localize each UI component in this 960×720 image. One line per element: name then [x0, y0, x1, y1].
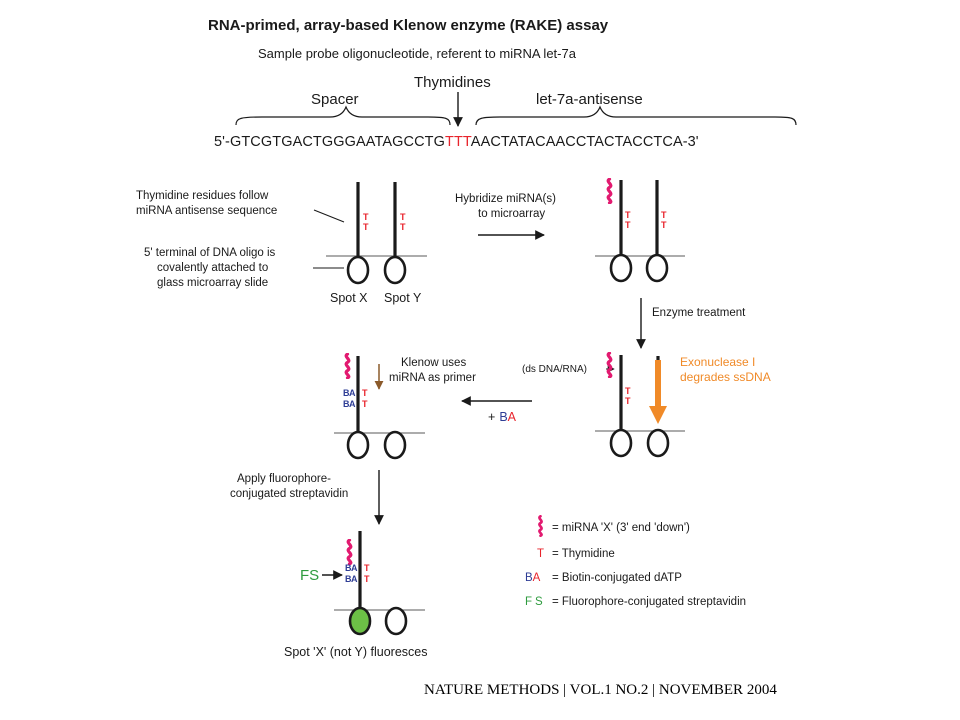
- result-label: Spot 'X' (not Y) fluoresces: [284, 645, 428, 659]
- note-thymidine-line1: Thymidine residues follow: [136, 190, 269, 202]
- spot-x-fluorescent: [348, 606, 372, 636]
- ds-label: (ds DNA/RNA): [522, 364, 587, 375]
- legend-fluoro-text: = Fluorophore-conjugated streptavidin: [552, 596, 746, 608]
- legend-thymidine-symbol: T: [537, 548, 544, 560]
- spot-y-circle: [645, 253, 669, 283]
- t-glyph: T: [400, 212, 406, 222]
- note-thymidine-line2: miRNA antisense sequence: [136, 205, 277, 217]
- a-glyph: A: [349, 388, 356, 398]
- legend-biotin-a: A: [533, 572, 541, 584]
- seq-spacer: 5'-GTCGTGACTGGGAATAGCCTG: [214, 134, 445, 150]
- mirna-squiggle: [346, 539, 353, 565]
- step1-panel: Thymidine residues follow miRNA antisens…: [136, 182, 427, 305]
- exonuclease-arrow-shaft: [655, 360, 661, 408]
- step2-panel: T T T T: [595, 178, 685, 283]
- spot-y-circle: [384, 606, 408, 636]
- legend-biotin-text: = Biotin-conjugated dATP: [552, 572, 682, 584]
- spot-y-circle: [646, 428, 670, 458]
- exonuclease-arrow-head: [649, 406, 667, 424]
- t-glyph: T: [625, 220, 631, 230]
- enzyme-label: Enzyme treatment: [652, 307, 746, 319]
- step4-panel: B A T B A T Klenow uses miRNA as primer: [334, 353, 476, 460]
- hybridize-label-line1: Hybridize miRNA(s): [455, 193, 556, 205]
- antisense-label: let-7a-antisense: [536, 91, 643, 108]
- step3-panel: (ds DNA/RNA) T T Exonuclease I degrades …: [522, 352, 771, 458]
- spacer-label: Spacer: [311, 91, 359, 108]
- t-glyph: T: [661, 220, 667, 230]
- hybridize-label-line2: to microarray: [478, 208, 545, 220]
- mirna-squiggle: [344, 353, 351, 379]
- t-glyph: T: [364, 574, 370, 584]
- t-glyph: T: [362, 388, 368, 398]
- note-terminal-line3: glass microarray slide: [157, 277, 268, 289]
- mirna-squiggle: [606, 178, 613, 204]
- probe-sequence: 5'-GTCGTGACTGGGAATAGCCTGTTTAACTATACAACCT…: [214, 134, 699, 150]
- t-glyph: T: [363, 212, 369, 222]
- t-glyph: T: [364, 563, 370, 573]
- thymidine-pointer: [313, 209, 345, 223]
- seq-antisense: AACTATACAACCTACTACCTCA-3': [471, 134, 699, 150]
- antisense-brace: [475, 105, 797, 126]
- t-glyph: T: [661, 210, 667, 220]
- legend-fluoro-f: F: [525, 596, 532, 608]
- spot-x-circle: [609, 253, 633, 283]
- exo-label-line1: Exonuclease I: [680, 355, 755, 369]
- t-glyph: T: [400, 222, 406, 232]
- legend-thymidine-text: = Thymidine: [552, 548, 615, 560]
- spot-y-label: Spot Y: [384, 291, 422, 305]
- a-glyph: A: [351, 574, 358, 584]
- ba-b: B: [499, 410, 507, 424]
- t-glyph: T: [363, 222, 369, 232]
- spot-x-circle: [346, 255, 370, 285]
- note-terminal-line1: 5' terminal of DNA oligo is: [144, 247, 276, 259]
- mirna-squiggle: [606, 352, 613, 378]
- t-glyph: T: [625, 210, 631, 220]
- legend-fluoro-s: S: [535, 596, 543, 608]
- b-glyph: B: [343, 399, 350, 409]
- legend-biotin-symbol: BA: [525, 572, 541, 584]
- legend: = miRNA 'X' (3' end 'down') T = Thymidin…: [525, 515, 746, 608]
- t-glyph: T: [362, 399, 368, 409]
- fs-label: FS: [300, 567, 319, 584]
- spacer-brace: [235, 105, 451, 126]
- plus-sign: +: [488, 410, 495, 424]
- exo-label-line2: degrades ssDNA: [680, 370, 771, 384]
- t-glyph: T: [625, 386, 631, 396]
- spot-x-circle: [609, 428, 633, 458]
- diagram-subtitle: Sample probe oligonucleotide, referent t…: [258, 46, 577, 61]
- b-glyph: B: [345, 574, 352, 584]
- spot-y-circle: [383, 255, 407, 285]
- apply-label-line2: conjugated streptavidin: [230, 488, 348, 500]
- spot-y-circle: [383, 430, 407, 460]
- b-glyph: B: [343, 388, 350, 398]
- spot-x-label: Spot X: [330, 291, 368, 305]
- klenow-label-line1: Klenow uses: [401, 357, 466, 369]
- citation-footer: NATURE METHODS | VOL.1 NO.2 | NOVEMBER 2…: [424, 682, 777, 698]
- seq-thymidines: TTT: [445, 134, 472, 150]
- legend-mirna-text: = miRNA 'X' (3' end 'down'): [552, 522, 690, 534]
- add-ba-label: + BA: [488, 410, 517, 424]
- legend-mirna-icon: [538, 515, 543, 537]
- a-glyph: A: [351, 563, 358, 573]
- thymidines-label: Thymidines: [414, 74, 491, 91]
- t-glyph: T: [625, 396, 631, 406]
- ba-a: A: [508, 410, 517, 424]
- diagram-title: RNA-primed, array-based Klenow enzyme (R…: [208, 17, 609, 34]
- klenow-label-line2: miRNA as primer: [389, 372, 476, 384]
- legend-biotin-b: B: [525, 572, 533, 584]
- note-terminal-line2: covalently attached to: [157, 262, 268, 274]
- apply-label-line1: Apply fluorophore-: [237, 473, 331, 485]
- spot-x-circle: [346, 430, 370, 460]
- b-glyph: B: [345, 563, 352, 573]
- step5-panel: B A T B A T FS Spot 'X' (not Y) fluoresc…: [284, 531, 428, 659]
- a-glyph: A: [349, 399, 356, 409]
